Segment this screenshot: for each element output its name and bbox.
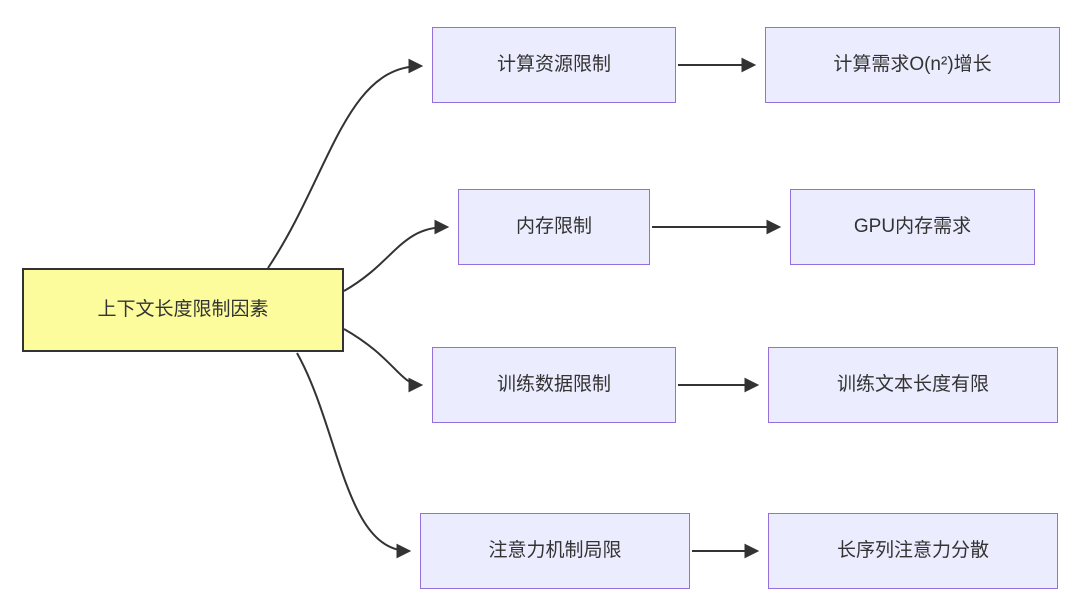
node-root-context-length-factors: 上下文长度限制因素 xyxy=(22,268,344,352)
node-label: 注意力机制局限 xyxy=(488,539,622,561)
node-attention-mechanism-limitation: 注意力机制局限 xyxy=(420,513,690,589)
node-label: GPU内存需求 xyxy=(853,215,972,237)
node-label: 内存限制 xyxy=(515,215,592,237)
edge-root-to-compute xyxy=(267,58,424,269)
node-root-label: 上下文长度限制因素 xyxy=(97,298,269,320)
edge-root-to-memory xyxy=(343,219,450,292)
node-label: 长序列注意力分散 xyxy=(836,539,989,561)
node-compute-demand-growth: 计算需求O(n²)增长 xyxy=(765,27,1060,103)
edge-root-to-attention xyxy=(296,352,412,559)
node-label: 训练文本长度有限 xyxy=(836,373,989,395)
node-compute-resource-limit: 计算资源限制 xyxy=(432,27,676,103)
edge-root-to-training xyxy=(343,328,424,393)
node-label: 训练数据限制 xyxy=(496,373,611,395)
node-training-data-limit: 训练数据限制 xyxy=(432,347,676,423)
node-memory-limit: 内存限制 xyxy=(458,189,650,265)
node-label: 计算需求O(n²)增长 xyxy=(833,53,992,75)
node-long-sequence-attention-dispersion: 长序列注意力分散 xyxy=(768,513,1058,589)
node-gpu-memory-demand: GPU内存需求 xyxy=(790,189,1035,265)
node-training-text-length-limited: 训练文本长度有限 xyxy=(768,347,1058,423)
node-label: 计算资源限制 xyxy=(496,53,611,75)
